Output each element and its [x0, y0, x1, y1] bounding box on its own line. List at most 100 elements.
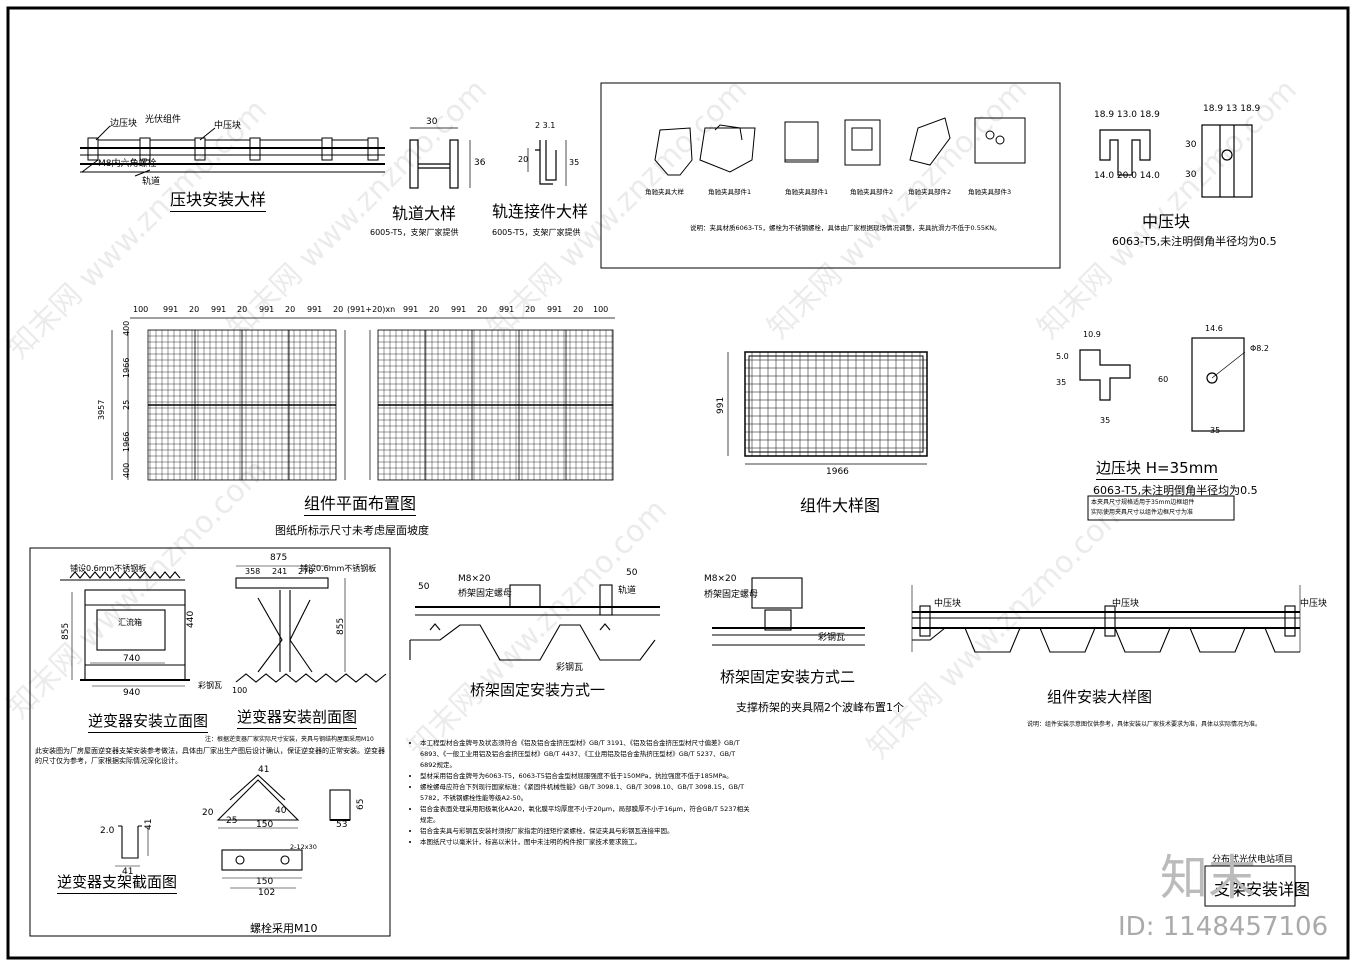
inverter-section-drawing	[235, 565, 387, 683]
parts-label-5: 角驰夹具部件2	[908, 188, 952, 196]
dim-top-9: (991+20)xn	[347, 305, 396, 314]
dim-edge-5: 35	[1100, 416, 1111, 425]
note-module-install: 说明：组件安装示意图仅供参考，具体安装以厂家技术要求为准，具体以实际情况为准。	[1027, 721, 1262, 728]
dim-left-4: 400	[122, 462, 131, 478]
dim-left-3: 1966	[122, 431, 131, 452]
module-array-left	[148, 330, 336, 480]
note-edge-small-2: 实际使用夹具尺寸以组件边框尺寸为准	[1091, 509, 1194, 516]
parts-label-4: 角驰夹具部件2	[850, 188, 894, 196]
label-mid-clamp: 中压块	[214, 121, 242, 131]
note-bolt: 螺栓采用M10	[250, 922, 318, 935]
layout-dim-lines	[111, 317, 615, 480]
dim-mid-bottom: 14.0 20.0 14.0	[1094, 171, 1160, 181]
spec-item: 铝合金夹具与彩钢瓦安装时须按厂家指定的扭矩拧紧螺栓，保证夹具与彩钢瓦连接牢固。	[420, 826, 750, 837]
dim-top-4: 20	[237, 305, 248, 314]
dim-edge-1: 5.0	[1056, 352, 1069, 361]
sheet-id: ID: 1148457106	[1118, 912, 1329, 942]
dim-plate-bottom-2: 2-12x30	[290, 843, 317, 851]
dim-plate-bottom-1: 102	[258, 888, 276, 898]
dim-sec-p2: 241	[272, 567, 288, 576]
parts-label-6: 角驰夹具部件3	[968, 188, 1012, 196]
note-edge-small-1: 本夹具尺寸规格适用于35mm边框组件	[1091, 499, 1195, 506]
project-name: 分布式光伏电站项目	[1212, 855, 1294, 865]
dim-top-16: 991	[547, 305, 563, 314]
title-layout-plan: 组件平面布置图	[304, 490, 417, 516]
watermark-logo: 知末	[1160, 850, 1257, 906]
label-pv-module: 光伏组件	[145, 115, 182, 125]
dim-plate-0: 53	[336, 820, 348, 830]
spec-item: 型材采用铝合金牌号为6063-T5，6063-T5铝合金型材屈服强度不低于150…	[420, 771, 750, 782]
title-rail-detail: 轨道大样	[392, 204, 457, 223]
note-clamp-box: 说明：夹具材质6063-T5，螺栓为不锈钢螺栓，具体由厂家根据现场情况调整，夹具…	[690, 224, 1001, 232]
bridge-method-2-drawing	[712, 577, 865, 646]
dim-top-7: 991	[307, 305, 323, 314]
inverter-elevation-drawing	[60, 571, 190, 687]
parts-label-3: 角驰夹具部件1	[785, 188, 829, 196]
dim-edge-6: 35	[1210, 426, 1221, 435]
dim-conn-h1: 20	[518, 155, 529, 164]
dim-sec-p1: 358	[245, 567, 261, 576]
dim-sec-w: 875	[270, 553, 288, 563]
title-bridge-method-2: 桥架固定安装方式二	[720, 668, 856, 686]
dim-angle-2: 25	[226, 816, 238, 826]
title-block-frame	[1204, 865, 1296, 907]
label-combiner-box: 汇流箱	[118, 618, 142, 627]
dim-bracket-1: 2.0	[100, 826, 115, 836]
svg-text:知末网 www.znzmo.com: 知末网 www.znzmo.com	[1, 453, 274, 726]
note-bridge: 支撑桥架的夹具隔2个波峰布置1个	[736, 701, 904, 714]
note-connector: 6005-T5，支架厂家提供	[492, 228, 581, 237]
title-clamp-detail: 压块安装大样	[170, 186, 267, 212]
dim-left-0: 400	[122, 320, 131, 336]
dim-sec-base: 100	[232, 686, 248, 695]
dim-angle-0: 41	[258, 765, 270, 775]
dim-angle-1: 150	[256, 820, 274, 830]
inverter-panel-frame	[29, 547, 391, 937]
dim-top-1: 991	[163, 305, 179, 314]
dim-edge-circle: Φ8.2	[1250, 344, 1270, 353]
dim-conn-h2: 35	[569, 158, 580, 167]
title-inverter-bracket: 逆变器支架截面图	[57, 871, 178, 894]
dim-sec-p3: 276	[298, 567, 314, 576]
dim-top-15: 20	[525, 305, 536, 314]
dim-top-11: 20	[429, 305, 440, 314]
dim-inv-w2: 740	[123, 654, 141, 664]
label-color-steel-2: 彩钢瓦	[556, 663, 584, 673]
dim-top-12: 991	[451, 305, 467, 314]
dim-module-w: 1966	[826, 467, 849, 477]
svg-text:知末网 www.znzmo.com: 知末网 www.znzmo.com	[761, 73, 1034, 346]
parts-label-1: 角驰夹具大样	[645, 188, 684, 196]
dim-edge-0: 10.9	[1083, 330, 1101, 339]
layout-top-dims: 100 991 20 991 20 991 20 991 20 (991+20)…	[133, 305, 615, 314]
dim-top-14: 991	[499, 305, 515, 314]
dim-inv-h2: 440	[186, 610, 196, 628]
note-layout: 图纸所标示尺寸未考虑屋面坡度	[275, 524, 429, 537]
dim-top-6: 20	[285, 305, 296, 314]
sheet-title: 支架安装详图	[1214, 880, 1311, 899]
label-steel-plate-2: 铺设0.6mm不锈钢板	[300, 564, 377, 573]
label-bolt: M8内六角螺栓	[98, 159, 157, 169]
spec-list: 本工程型材合金牌号及状态须符合《铝及铝合金挤压型材》GB/T 3191、《铝及铝…	[410, 738, 750, 848]
dim-edge-2: 35	[1056, 378, 1067, 387]
dim-layout-total: 3957	[97, 399, 106, 420]
dim-edge-4: 60	[1158, 375, 1169, 384]
label-rail-2: 轨道	[618, 586, 637, 596]
module-array-right	[378, 330, 613, 480]
dim-inv-h1: 855	[61, 622, 71, 640]
label-bolt-m8-1: M8×20	[458, 574, 491, 584]
dim-bracket-0: 41	[122, 867, 134, 877]
bridge-method-1-drawing	[409, 584, 660, 661]
dim-bridge-0: 50	[418, 582, 430, 592]
dim-angle-4: 20	[202, 808, 214, 818]
dim-left-2: 25	[122, 399, 131, 410]
clamp-parts-box	[600, 82, 1061, 269]
dim-top-18: 100	[593, 305, 609, 314]
dim-module-h: 991	[716, 396, 726, 414]
label-mid-clamp-3: 中压块	[1300, 599, 1328, 609]
dim-mid-top: 18.9 13.0 18.9	[1094, 110, 1160, 120]
dim-plate-1: 65	[356, 798, 366, 810]
label-color-steel-3: 彩钢瓦	[818, 633, 846, 643]
note-edge-clamp: 6063-T5,未注明倒角半径均为0.5	[1093, 484, 1258, 497]
label-mid-clamp-1: 中压块	[934, 599, 962, 609]
dim-top-17: 20	[573, 305, 584, 314]
